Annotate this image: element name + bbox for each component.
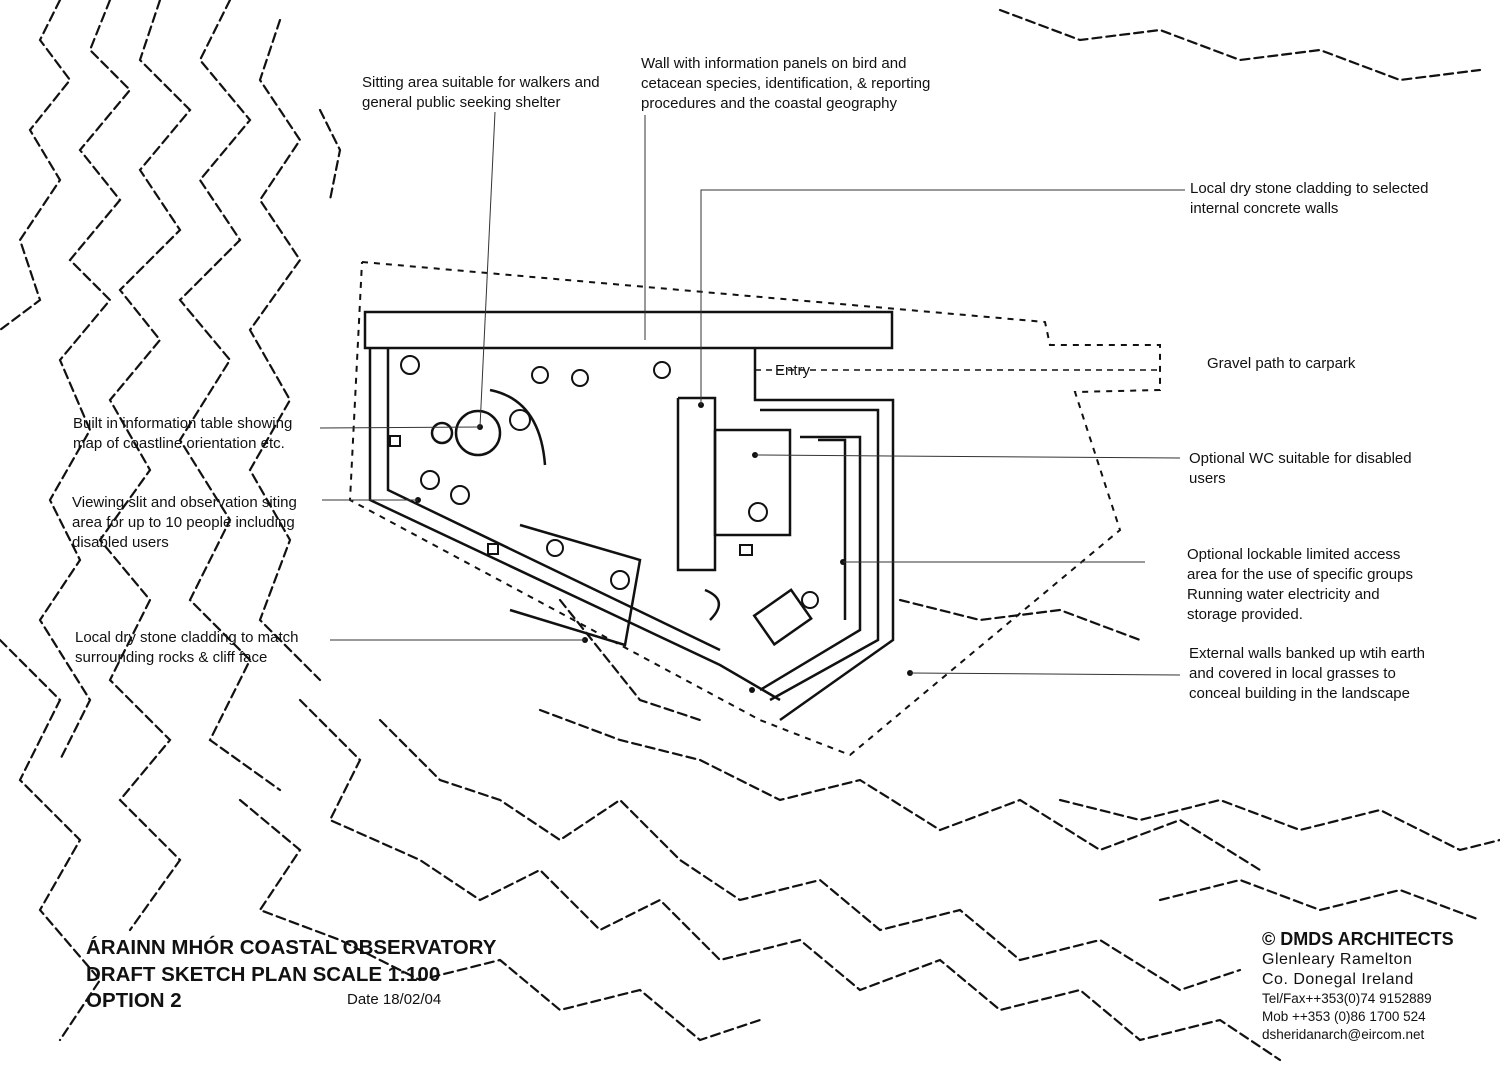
firm-name: © DMDS ARCHITECTS [1262, 929, 1454, 949]
label-wc: Optional WC suitable for disabled users [1189, 449, 1412, 489]
label-stone-match: Local dry stone cladding to match surrou… [75, 628, 298, 668]
label-line: conceal building in the landscape [1189, 685, 1410, 702]
label-line: Wall with information panels on bird and [641, 55, 907, 72]
label-line: and covered in local grasses to [1189, 665, 1396, 682]
label-line: External walls banked up wtih earth [1189, 645, 1425, 662]
label-line: users [1189, 470, 1226, 487]
label-line: surrounding rocks & cliff face [75, 649, 268, 666]
title-block: ÁRAINN MHÓR COASTAL OBSERVATORY DRAFT SK… [86, 935, 496, 1015]
label-line: cetacean species, identification, & repo… [641, 75, 931, 92]
label-line: internal concrete walls [1190, 200, 1339, 217]
label-line: map of coastline orientation etc. [73, 435, 285, 452]
label-line: Local dry stone cladding to selected [1190, 180, 1429, 197]
label-line: Sitting area suitable for walkers and [362, 74, 600, 91]
firm-mobile: Mob ++353 (0)86 1700 524 [1262, 1009, 1426, 1024]
firm-address: Co. Donegal Ireland [1262, 971, 1414, 988]
label-line: Built in information table showing [73, 415, 293, 432]
firm-block: © DMDS ARCHITECTS Glenleary Ramelton Co.… [1262, 928, 1454, 1044]
label-line: Optional WC suitable for disabled [1189, 450, 1412, 467]
label-line: procedures and the coastal geography [641, 95, 898, 112]
label-sitting-area: Sitting area suitable for walkers and ge… [362, 73, 600, 113]
building-walls [363, 310, 1160, 722]
label-line: storage provided. [1187, 606, 1303, 623]
label-entry: Entry [775, 362, 811, 379]
label-stone-internal: Local dry stone cladding to selected int… [1190, 179, 1428, 219]
label-gravel-path: Gravel path to carpark [1207, 355, 1356, 372]
label-info-table: Built in information table showing map o… [73, 414, 292, 454]
title-line: ÁRAINN MHÓR COASTAL OBSERVATORY [86, 936, 497, 959]
title-line: DRAFT SKETCH PLAN SCALE 1:100 [86, 962, 441, 986]
firm-tel: Tel/Fax++353(0)74 9152889 [1262, 991, 1432, 1006]
label-external-walls: External walls banked up wtih earth and … [1189, 644, 1425, 704]
firm-address: Glenleary Ramelton [1262, 951, 1413, 968]
label-line: disabled users [72, 534, 169, 551]
label-info-wall: Wall with information panels on bird and… [641, 54, 930, 114]
label-line: Viewing slit and observation siting [72, 494, 297, 511]
furniture [389, 355, 819, 609]
label-line: Optional lockable limited access [1187, 546, 1401, 563]
label-viewing-slit: Viewing slit and observation siting area… [72, 493, 297, 553]
firm-email: dsheridanarch@eircom.net [1262, 1027, 1425, 1042]
leader-dots [415, 402, 913, 693]
label-line: area for the use of specific groups [1187, 566, 1413, 583]
label-line: Running water electricity and [1187, 586, 1380, 603]
site-boundary [348, 261, 1161, 757]
label-line: general public seeking shelter [362, 94, 561, 111]
leader-lines [319, 111, 1185, 676]
title-line: OPTION 2 [86, 989, 182, 1012]
drawing-date: Date 18/02/04 [347, 991, 442, 1008]
label-lockable: Optional lockable limited access area fo… [1187, 545, 1413, 625]
label-line: area for up to 10 people including [72, 514, 295, 531]
label-line: Local dry stone cladding to match [75, 629, 299, 646]
